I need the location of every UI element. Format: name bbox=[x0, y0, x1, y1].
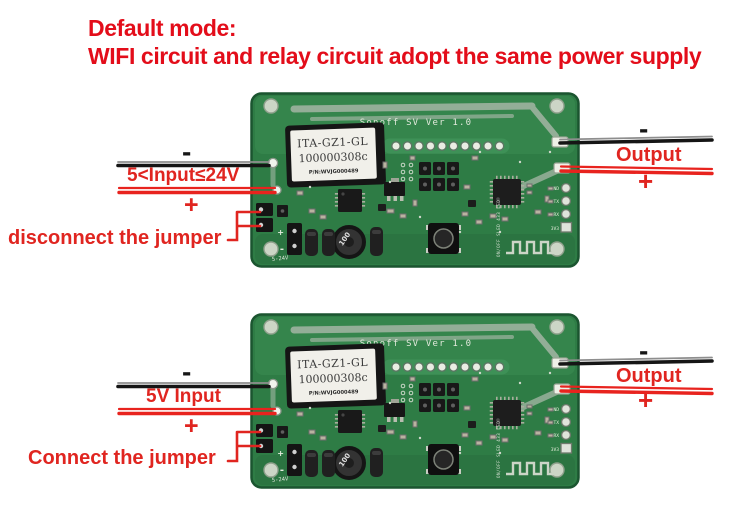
top-output-positive-label: + bbox=[638, 166, 654, 196]
top-input-positive-label: + bbox=[184, 191, 199, 219]
bottom-input-negative-label: - bbox=[182, 356, 192, 387]
top-input-negative-label: - bbox=[182, 136, 192, 167]
page-title-line2: WIFI circuit and relay circuit adopt the… bbox=[88, 43, 702, 69]
bottom-output-negative-label: - bbox=[639, 335, 649, 366]
top-jumper-pointer bbox=[226, 210, 262, 242]
bottom-input-positive-label: + bbox=[184, 412, 199, 440]
bottom-jumper-pointer bbox=[226, 430, 262, 463]
top-output-label: Output bbox=[616, 144, 682, 166]
top-output-wires bbox=[558, 135, 714, 176]
bottom-input-wires bbox=[116, 382, 277, 416]
bottom-output-wires bbox=[558, 356, 714, 396]
top-input-wires bbox=[116, 161, 277, 195]
bottom-jumper-instruction: Connect the jumper bbox=[28, 447, 216, 469]
bottom-output-positive-label: + bbox=[638, 385, 654, 415]
top-board bbox=[252, 94, 579, 267]
top-jumper-instruction: disconnect the jumper bbox=[8, 227, 222, 249]
top-output-negative-label: - bbox=[639, 113, 649, 144]
bottom-input-voltage-label: 5V Input bbox=[146, 386, 221, 407]
bottom-board bbox=[252, 315, 579, 488]
top-input-voltage-label: 5<Input≤24V bbox=[127, 165, 240, 186]
page-title-line1: Default mode: bbox=[88, 15, 237, 41]
bottom-output-label: Output bbox=[616, 365, 682, 387]
